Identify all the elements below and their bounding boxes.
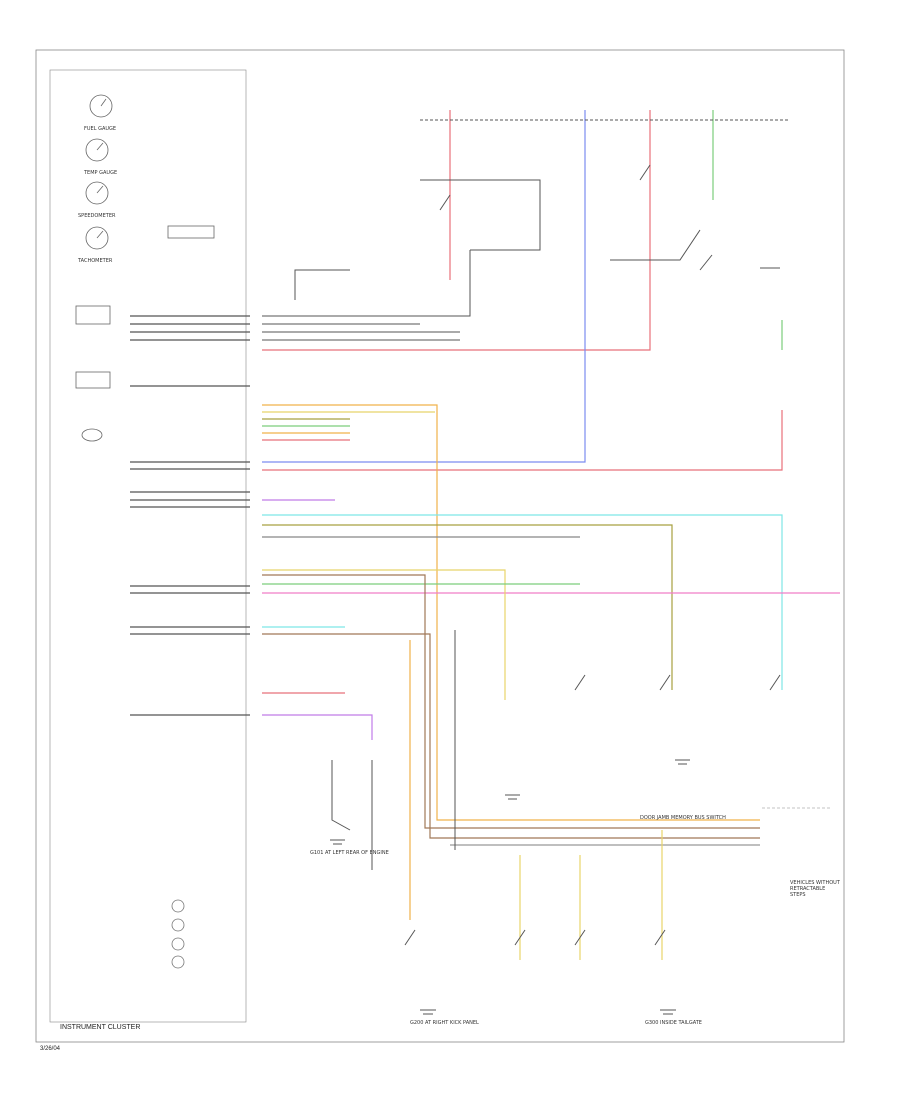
connector-label: DOOR JAMB MEMORY BUS SWITCH: [640, 815, 726, 821]
odometer-display: [167, 225, 215, 239]
indicator-lamp-icon: [81, 428, 103, 442]
wire-brown-1: [262, 633, 760, 839]
wire-yellow-2: [262, 569, 506, 700]
cluster-frame: [49, 69, 247, 1023]
indicator-box-1: [75, 305, 111, 325]
indicator-box-2: [75, 371, 111, 389]
colored-wires: [262, 110, 840, 960]
dark-wires: [262, 119, 790, 870]
switch-symbols: [404, 164, 781, 946]
wire-blue: [262, 110, 586, 463]
instrument-cluster-label: INSTRUMENT CLUSTER: [60, 1024, 141, 1031]
lower-icons: [171, 899, 185, 969]
lamp-icon-1: [171, 899, 185, 913]
indicator-symbols: [75, 305, 111, 442]
temp-gauge-label: TEMP GAUGE: [84, 170, 118, 176]
diagram-frame: [35, 49, 845, 1043]
lamp-icon-3: [171, 937, 185, 951]
wire-cyan: [262, 514, 783, 690]
wire-olive: [262, 524, 673, 690]
wire-red-long: [262, 410, 783, 471]
wire-violet-2: [262, 714, 373, 740]
tachometer-icon: [85, 226, 109, 250]
ground-symbols: [330, 759, 690, 1015]
ground-label-2: G200 AT RIGHT KICK PANEL: [410, 1020, 479, 1026]
fuel-gauge-icon: [89, 94, 113, 118]
wire-brown-2: [262, 574, 760, 829]
wire-orange: [262, 404, 760, 821]
lamp-icon-2: [171, 918, 185, 932]
temp-gauge-icon: [85, 138, 109, 162]
lamp-icon-4: [171, 955, 185, 969]
speedometer-icon: [85, 181, 109, 205]
cluster-wires: [130, 315, 250, 716]
speedometer-label: SPEEDOMETER: [78, 213, 116, 219]
gauge-group: [85, 94, 113, 250]
corner-label: 3/26/04: [40, 1046, 61, 1052]
ground-label-3: G300 INSIDE TAILGATE: [645, 1020, 702, 1026]
wire-red-cluster: [262, 110, 651, 351]
tachometer-label: TACHOMETER: [78, 258, 113, 264]
fuel-gauge-label: FUEL GAUGE: [84, 126, 117, 132]
ground-label-1: G101 AT LEFT REAR OF ENGINE: [310, 850, 389, 856]
right-note: VEHICLES WITHOUT RETRACTABLE STEPS: [790, 880, 840, 898]
